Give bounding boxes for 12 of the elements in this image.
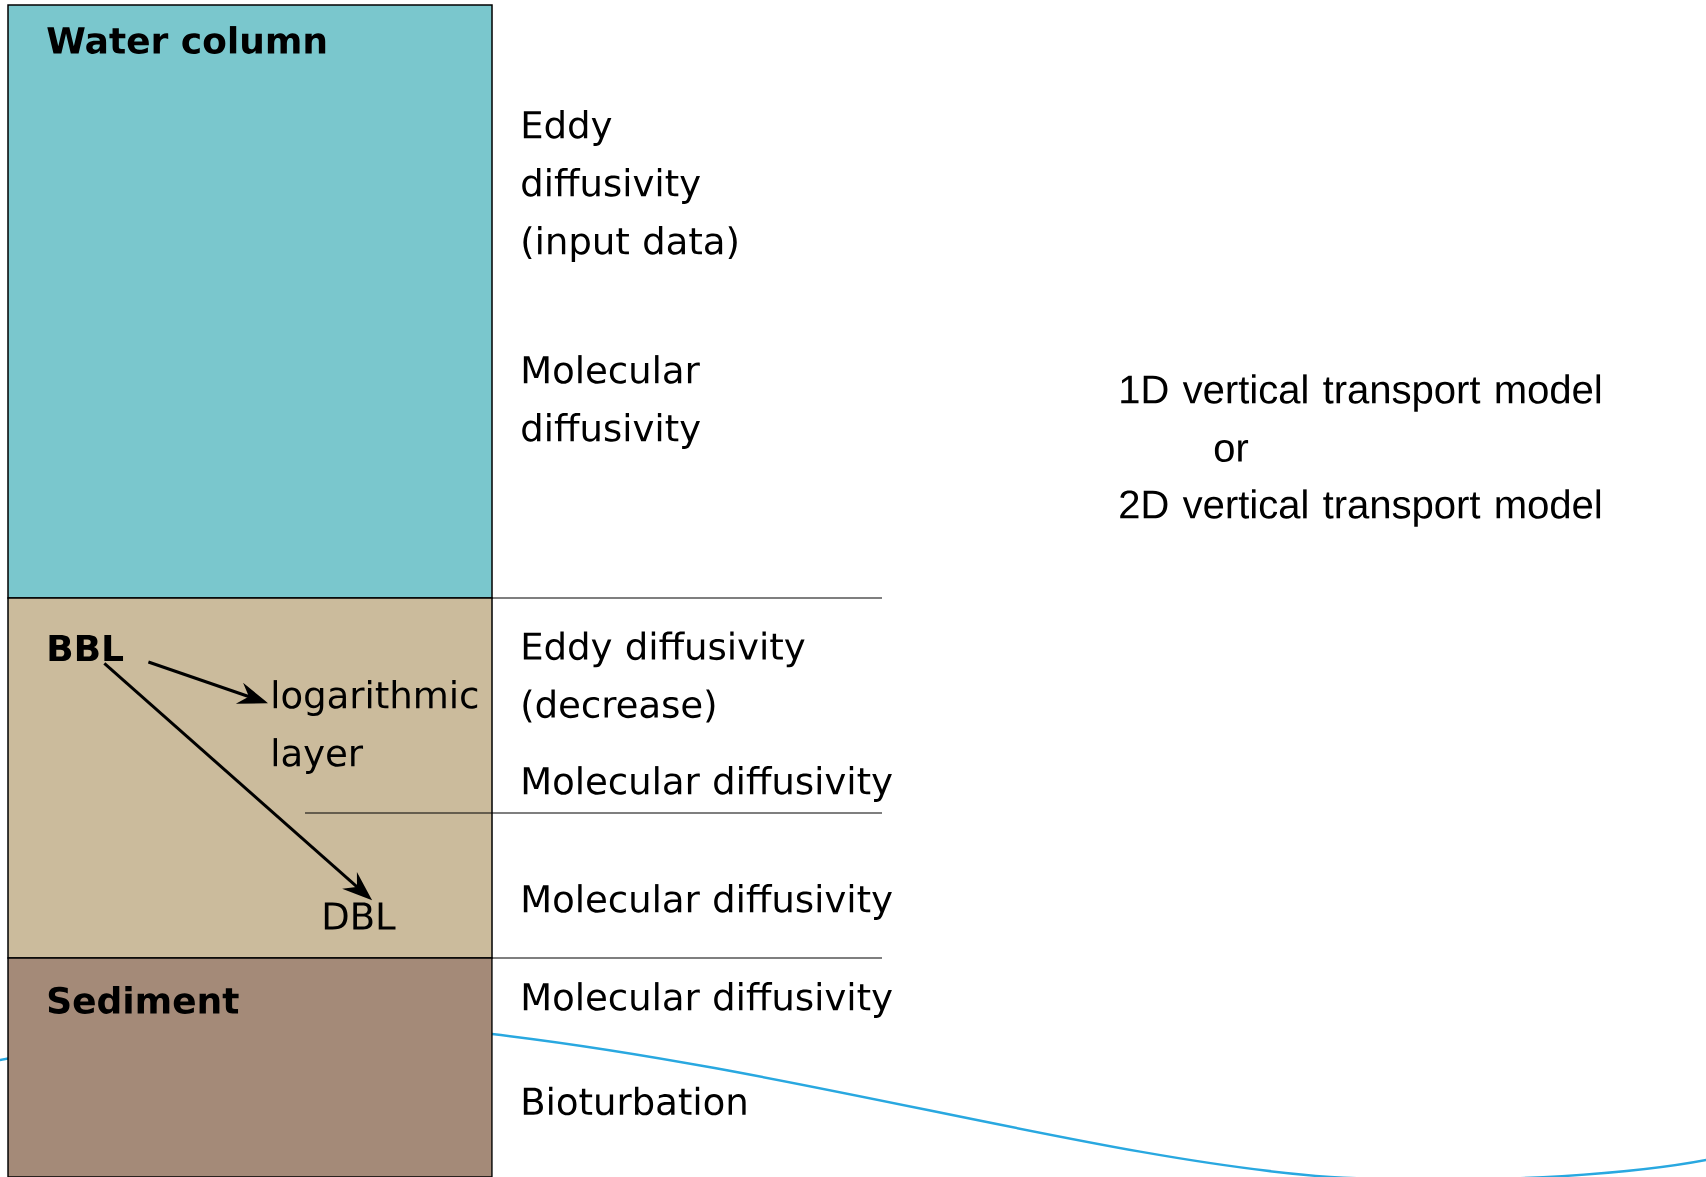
layer-label: BBL xyxy=(49,634,124,662)
text-label: Molecular diffusivity xyxy=(523,766,892,802)
layer-box: Water column xyxy=(7,4,493,599)
text-label: or xyxy=(1214,440,1249,462)
layer-box: Sediment xyxy=(7,957,493,1177)
text-label: 2D vertical transport model xyxy=(1120,489,1601,527)
layer-box xyxy=(7,597,493,959)
layer-label: logarithmic layer xyxy=(273,680,478,774)
layer-label: DBL xyxy=(324,902,396,930)
text-label: 1D vertical transport model xyxy=(1121,374,1601,412)
text-label: Eddy diffusivity (decrease) xyxy=(523,631,805,723)
text-label: Molecular diffusivity xyxy=(523,884,892,920)
